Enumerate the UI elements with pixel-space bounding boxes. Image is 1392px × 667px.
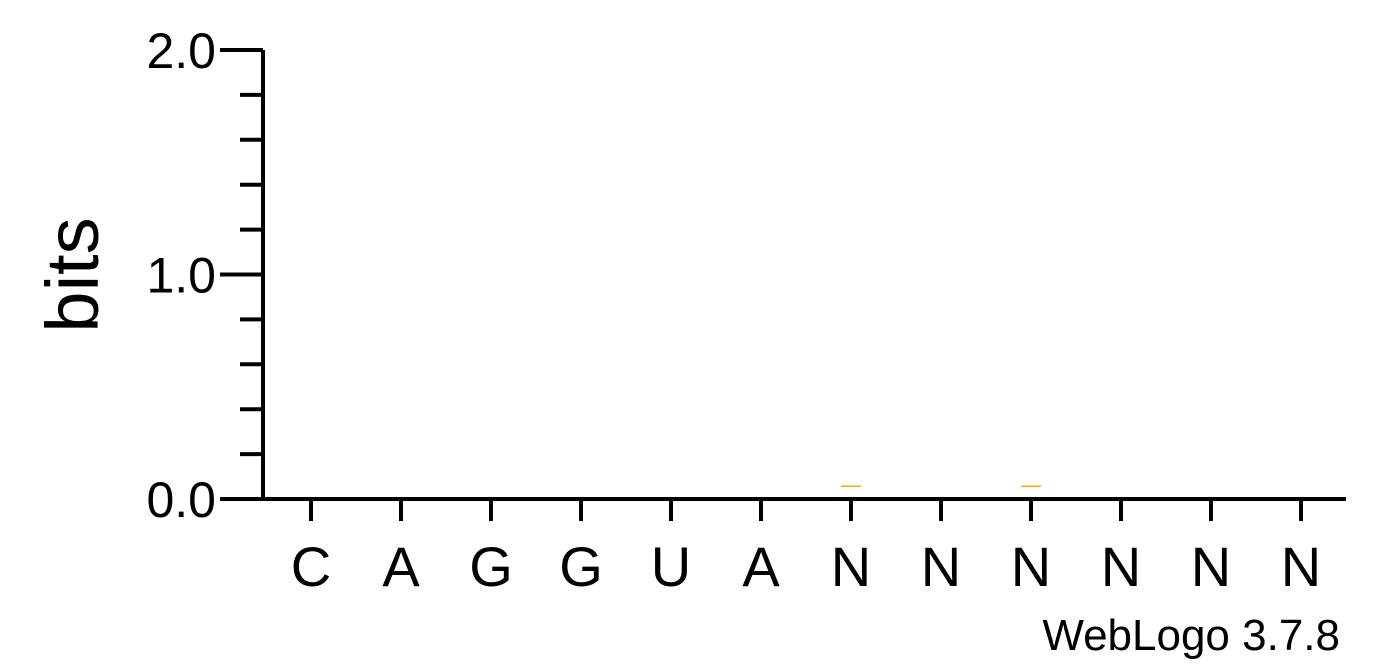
bar [841,485,861,487]
x-tick-label: G [469,535,513,598]
x-tick-label: G [559,535,603,598]
x-tick-label: N [1191,535,1231,598]
x-tick-label: N [921,535,961,598]
x-tick-label: C [291,535,331,598]
y-axis-label: bits [31,217,114,332]
x-tick-label: A [742,535,780,598]
y-tick-label: 2.0 [146,23,216,79]
y-tick-label: 1.0 [146,248,216,304]
x-tick-label: N [831,535,871,598]
bar [1021,485,1041,487]
x-tick-label: N [1281,535,1321,598]
x-tick-label: A [382,535,420,598]
y-tick-label: 0.0 [146,472,216,528]
axes-layer [220,48,1346,521]
weblogo-credit: WebLogo 3.7.8 [1042,611,1340,660]
x-tick-label: N [1101,535,1141,598]
bars-layer [841,485,1041,487]
x-tick-label: U [651,535,691,598]
x-tick-label: N [1011,535,1051,598]
